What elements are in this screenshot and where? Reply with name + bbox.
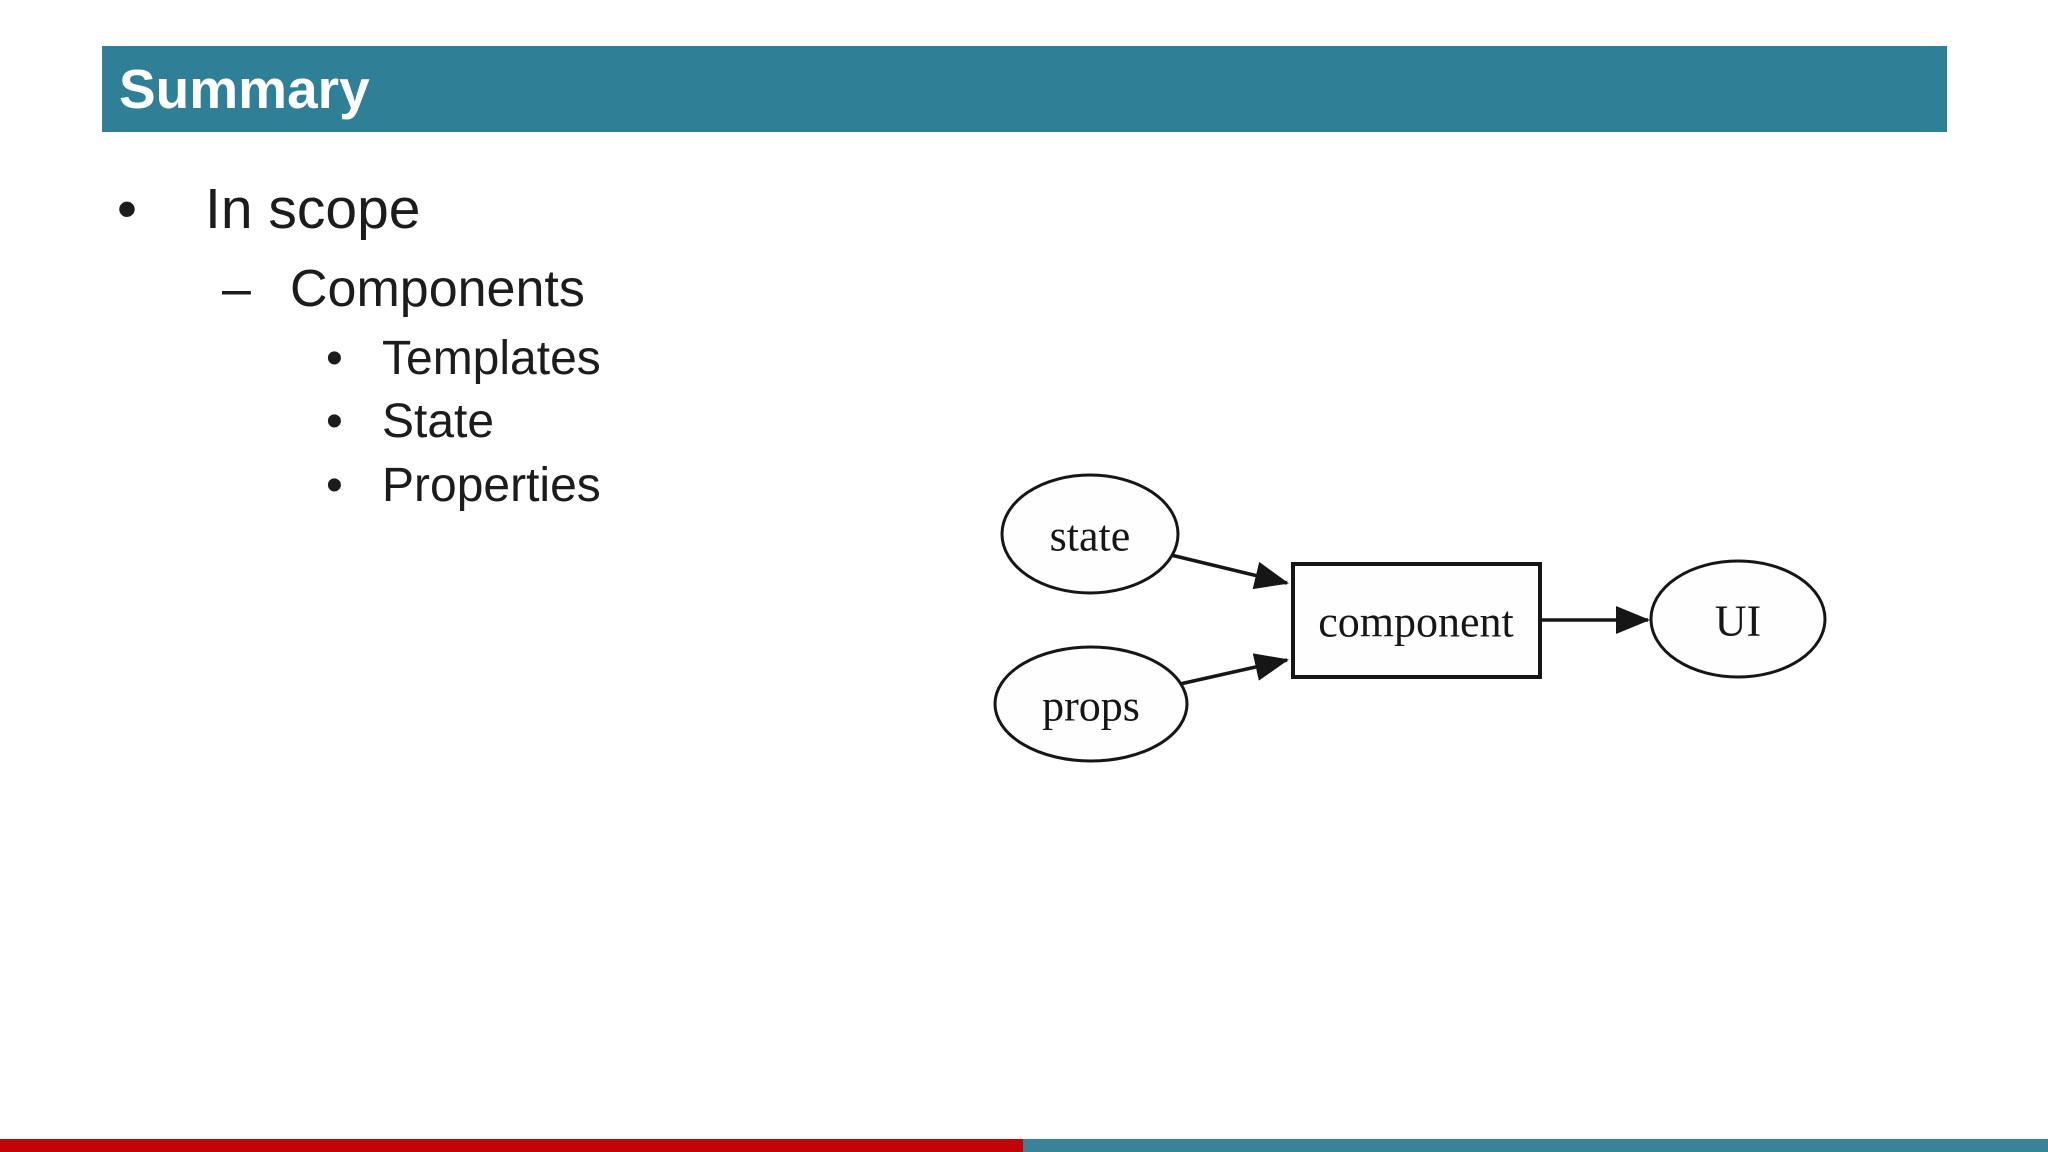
footer-accent-red — [0, 1139, 1023, 1152]
node-ui-label: UI — [1715, 597, 1761, 646]
node-state-ellipse — [1000, 473, 1180, 595]
node-props-ellipse — [993, 645, 1189, 763]
node-ui-ellipse — [1649, 559, 1827, 679]
edge-state-to-component — [1170, 553, 1289, 590]
node-component-rect — [1291, 562, 1542, 679]
bullet-marker: • — [326, 459, 343, 512]
node-component-label: component — [1318, 598, 1514, 647]
outline-item-label: State — [382, 395, 495, 448]
node-props-label: props — [1042, 682, 1140, 731]
slide-title-bar: Summary — [102, 46, 1947, 132]
bullet-marker: • — [326, 395, 343, 448]
node-state-label: state — [1050, 512, 1131, 561]
outline-item-label: In scope — [205, 177, 421, 241]
outline-item-label: Properties — [382, 459, 601, 512]
edge-props-to-component — [1179, 653, 1289, 686]
outline-item-label: Templates — [382, 332, 601, 385]
outline-item-label: Components — [290, 260, 585, 318]
bullet-marker: • — [117, 177, 137, 241]
component-flow-diagram: state props component UI — [993, 473, 1827, 763]
dash-marker: – — [222, 260, 251, 318]
slide-title: Summary — [119, 57, 370, 120]
bullet-marker: • — [326, 332, 343, 385]
footer-accent-teal — [1023, 1139, 2048, 1152]
